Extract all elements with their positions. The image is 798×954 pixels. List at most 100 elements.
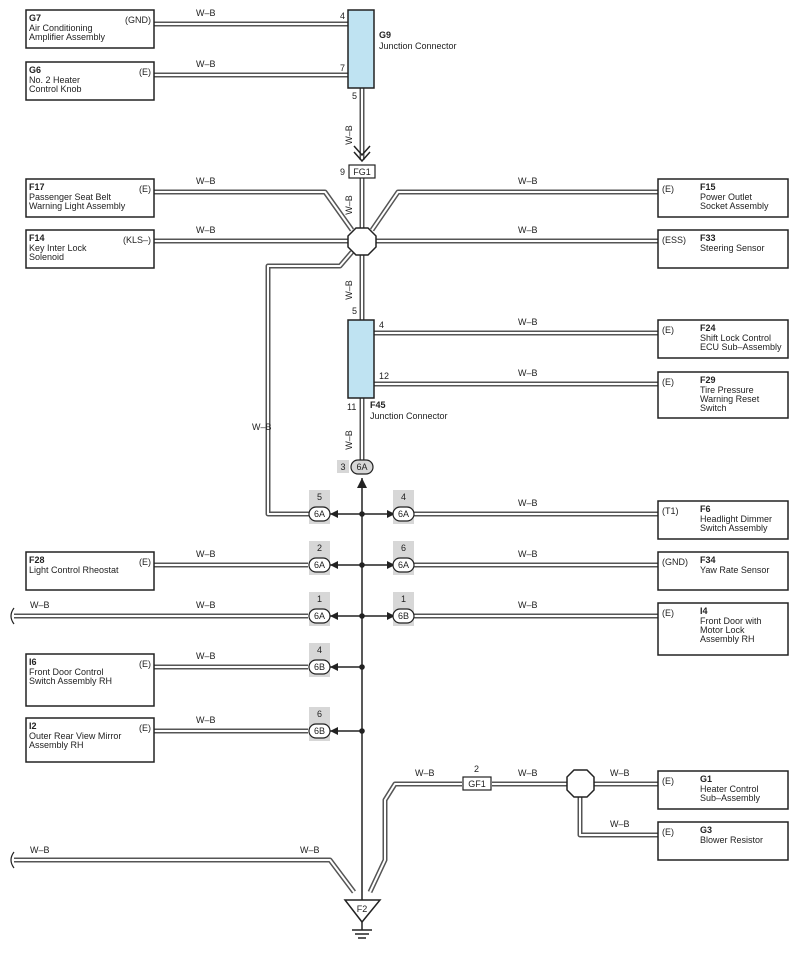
component-code: G6 bbox=[29, 65, 41, 75]
component-name-line: Tire Pressure bbox=[700, 385, 754, 395]
component-name-line: Front Door with bbox=[700, 616, 762, 626]
component-code: F29 bbox=[700, 375, 716, 385]
component-code: F28 bbox=[29, 555, 45, 565]
wire-color-label-vertical: W–B bbox=[344, 195, 354, 215]
component-name-line: Steering Sensor bbox=[700, 243, 765, 253]
component-name-line: Switch Assembly bbox=[700, 523, 768, 533]
component-box bbox=[25, 653, 155, 707]
wire-left-edge-2 bbox=[14, 857, 356, 894]
component-code: F6 bbox=[700, 504, 711, 514]
splice-tag: 26A bbox=[308, 541, 331, 575]
splice-tag-pin: 1 bbox=[401, 594, 406, 604]
component-box bbox=[657, 500, 789, 540]
wire-color-label: W–B bbox=[252, 422, 272, 432]
component-pin: (GND) bbox=[662, 557, 688, 567]
connector-fg1: FG1 9 bbox=[340, 164, 376, 179]
component-pin: (E) bbox=[662, 827, 674, 837]
component-box bbox=[25, 551, 155, 591]
component-code: F15 bbox=[700, 182, 716, 192]
f45-pin-b: 4 bbox=[379, 320, 384, 330]
component-name-line: Outer Rear View Mirror bbox=[29, 731, 121, 741]
g9-pin-a: 4 bbox=[340, 11, 345, 21]
component-name-line: Warning Reset bbox=[700, 394, 760, 404]
splice-tag: 46B bbox=[308, 643, 331, 677]
splice-tag-label: 6B bbox=[314, 726, 325, 736]
component-name-line: Socket Assembly bbox=[700, 201, 769, 211]
component-name-line: Air Conditioning bbox=[29, 23, 93, 33]
splice-tag-label: 6A bbox=[398, 509, 409, 519]
junction-g9: G9 Junction Connector 4 7 5 bbox=[340, 9, 457, 101]
component-code: I4 bbox=[700, 606, 708, 616]
splice-tag: 16A bbox=[308, 592, 331, 626]
component-pin: (ESS) bbox=[662, 235, 686, 245]
component-box bbox=[657, 371, 789, 419]
component-name-line: Heater Control bbox=[700, 784, 759, 794]
g9-code: G9 bbox=[379, 30, 391, 40]
wire-f15 bbox=[369, 189, 658, 232]
component-name-line: ECU Sub–Assembly bbox=[700, 342, 782, 352]
component-name-line: Light Control Rheostat bbox=[29, 565, 119, 575]
splice-lower bbox=[566, 769, 595, 798]
component-name-line: Switch Assembly RH bbox=[29, 676, 112, 686]
f45-pin-d: 11 bbox=[347, 402, 356, 412]
component-pin: (GND) bbox=[125, 15, 151, 25]
component-pin: (E) bbox=[139, 184, 151, 194]
ground-f2: F2 bbox=[343, 892, 382, 939]
component-code: I2 bbox=[29, 721, 37, 731]
splice-tag-pin: 5 bbox=[317, 492, 322, 502]
component-box bbox=[25, 9, 155, 49]
component-box bbox=[657, 770, 789, 810]
g9-name: Junction Connector bbox=[379, 41, 457, 51]
component-name-line: Control Knob bbox=[29, 84, 82, 94]
component-box bbox=[25, 61, 155, 101]
component-pin: (E) bbox=[139, 67, 151, 77]
component-code: I6 bbox=[29, 657, 37, 667]
component-pin: (T1) bbox=[662, 506, 679, 516]
splice-tag-pin: 4 bbox=[317, 645, 322, 655]
g9-pin-c: 5 bbox=[352, 91, 357, 101]
splice-tag-label: 6A bbox=[398, 560, 409, 570]
wires bbox=[14, 21, 658, 894]
component-name-line: Assembly RH bbox=[700, 634, 755, 644]
fg1-chevron bbox=[353, 145, 371, 163]
component-name-line: Amplifier Assembly bbox=[29, 32, 106, 42]
component-code: F34 bbox=[700, 555, 716, 565]
wire-color-label: W–B bbox=[196, 225, 216, 235]
component-box bbox=[25, 229, 155, 269]
component-name-line: No. 2 Heater bbox=[29, 75, 80, 85]
f45-name: Junction Connector bbox=[370, 411, 448, 421]
wire-color-label: W–B bbox=[196, 715, 216, 725]
splice-tag: 66A bbox=[392, 541, 415, 575]
wire-f17 bbox=[154, 189, 355, 232]
wire-color-label: W–B bbox=[196, 600, 216, 610]
f45-code: F45 bbox=[370, 400, 386, 410]
component-name-line: Switch bbox=[700, 403, 727, 413]
gf1-label: GF1 bbox=[468, 779, 486, 789]
f2-label: F2 bbox=[357, 904, 368, 914]
component-box bbox=[657, 319, 789, 359]
wire-g3 bbox=[577, 797, 658, 838]
wire-color-label: W–B bbox=[196, 8, 216, 18]
wire-color-label: W–B bbox=[610, 819, 630, 829]
fg1-label: FG1 bbox=[353, 167, 371, 177]
splice-tag-label: 6A bbox=[314, 611, 325, 621]
component-box bbox=[657, 551, 789, 591]
component-name-line: Warning Light Assembly bbox=[29, 201, 126, 211]
component-name-line: Solenoid bbox=[29, 252, 64, 262]
wire-color-label: W–B bbox=[518, 768, 538, 778]
component-pin: (E) bbox=[662, 377, 674, 387]
component-name-line: Blower Resistor bbox=[700, 835, 763, 845]
component-name-line: Key Inter Lock bbox=[29, 243, 87, 253]
splice-tag-pin: 3 bbox=[340, 462, 345, 472]
component-box bbox=[25, 178, 155, 218]
component-pin: (E) bbox=[662, 325, 674, 335]
component-name-line: Sub–Assembly bbox=[700, 793, 761, 803]
wire-color-label: W–B bbox=[196, 176, 216, 186]
